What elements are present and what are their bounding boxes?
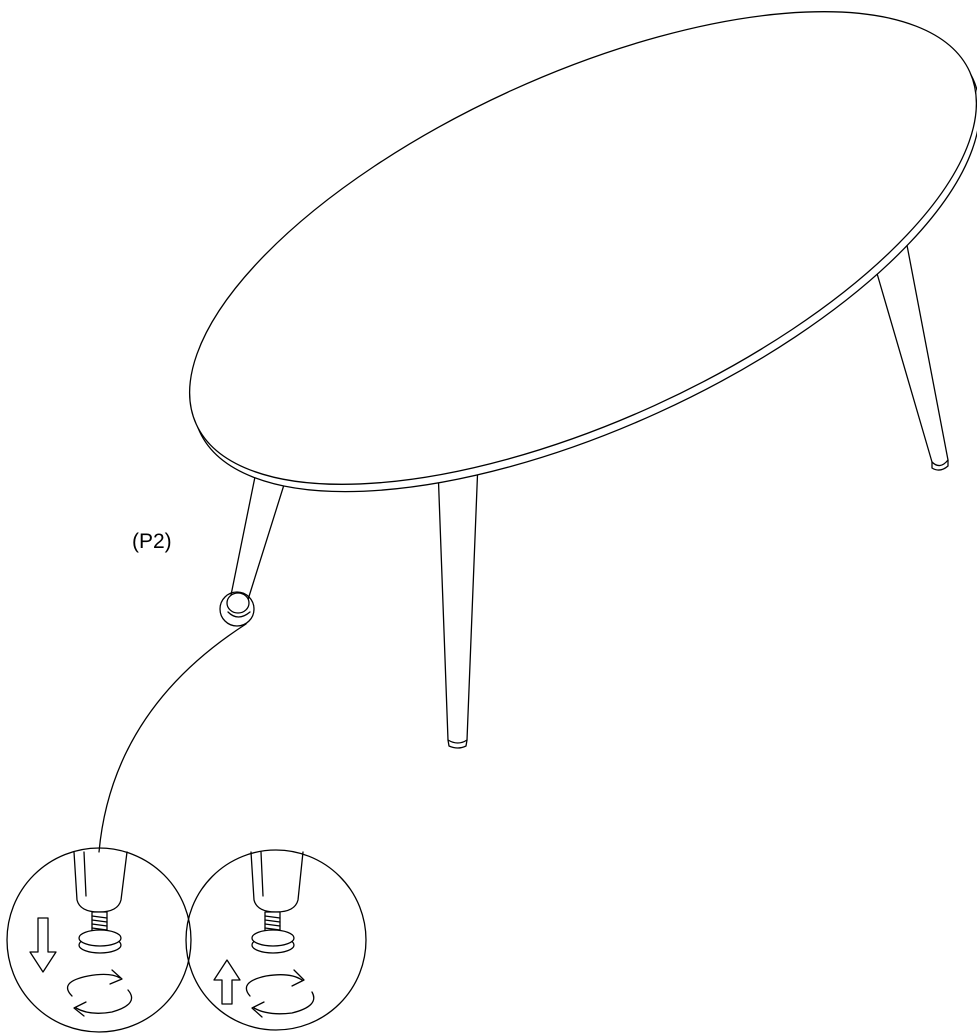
leveling-foot-lower-icon (6, 847, 192, 1033)
table-top (189, 11, 977, 493)
rotate-arrows-icon-2 (245, 969, 315, 1018)
detail-callout (98, 591, 255, 853)
arrow-down-icon (29, 917, 57, 973)
table-leg-front-center (437, 461, 479, 749)
part-label: (P2) (132, 530, 172, 553)
rotate-arrows-icon (67, 969, 133, 1017)
table-leg-back-right (875, 239, 949, 471)
arrow-up-icon (213, 959, 241, 1005)
leveling-foot-raise-icon (185, 849, 367, 1031)
